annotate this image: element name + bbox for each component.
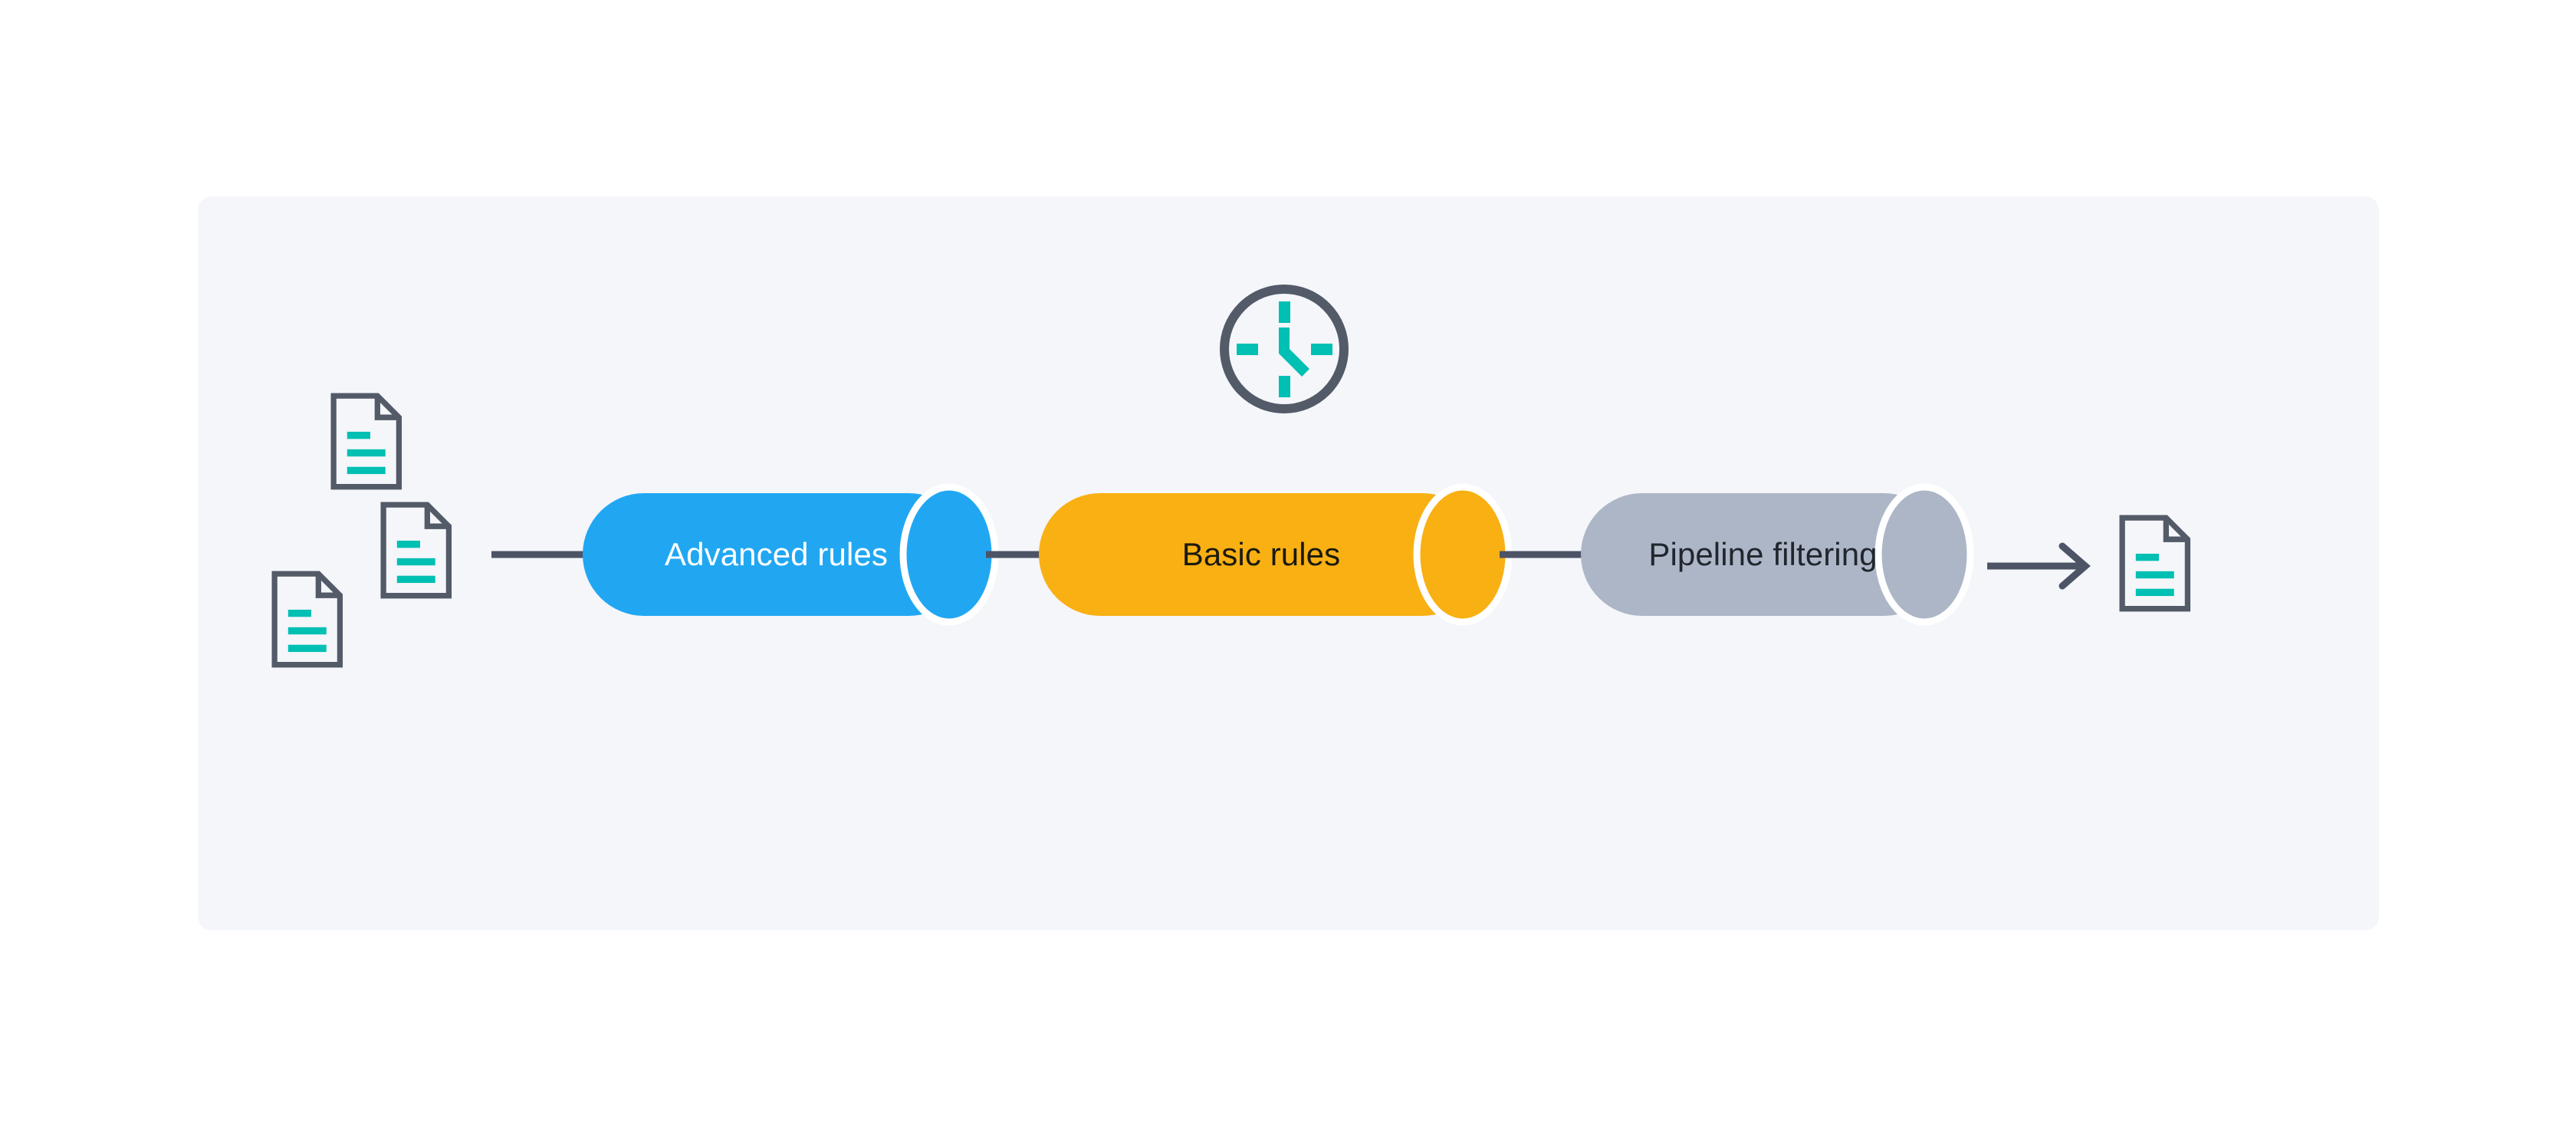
- input-document-top: [334, 396, 399, 487]
- stage-pipeline-filtering-body: [1581, 493, 1945, 616]
- stage-pipeline-filtering[interactable]: [1581, 483, 1974, 626]
- clock-tick-12: [1279, 301, 1290, 323]
- clock-tick-6: [1279, 376, 1290, 397]
- stage-basic-rules-label: Basic rules: [1181, 536, 1341, 572]
- output-document: [2122, 518, 2187, 609]
- stage-basic-rules-body: [1039, 493, 1484, 616]
- stage-pipeline-filtering-cap: [1875, 483, 1974, 626]
- clock-tick-3: [1311, 344, 1332, 355]
- stage-advanced-rules-body: [583, 493, 970, 616]
- stage-advanced-rules[interactable]: [583, 483, 999, 626]
- input-document-bottom: [274, 574, 340, 665]
- clock-icon: [1220, 285, 1349, 413]
- stage-pipeline-filtering-label: Pipeline filtering: [1648, 536, 1878, 572]
- clock-tick-9: [1237, 344, 1258, 355]
- input-document-middle: [383, 505, 449, 596]
- stage-advanced-rules-label: Advanced rules: [665, 536, 888, 572]
- clock-hands: [1279, 328, 1309, 377]
- arrowhead-icon: [2058, 542, 2091, 590]
- clock-ring: [1220, 285, 1349, 413]
